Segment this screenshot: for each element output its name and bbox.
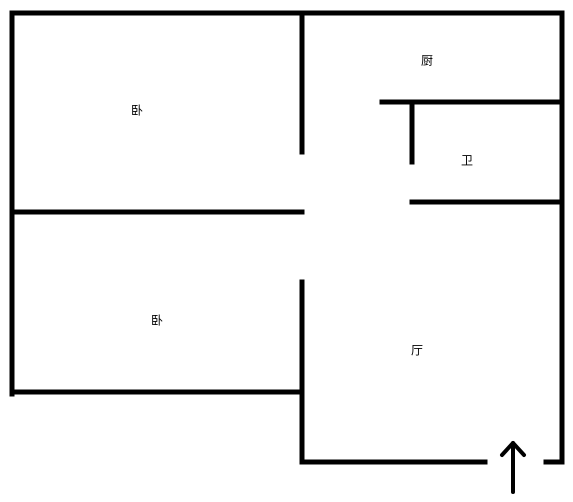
room-label-kitchen: 厨: [421, 54, 433, 68]
arrow-up-icon-head: [500, 441, 526, 457]
walls: [9, 10, 565, 465]
room-label-bedroom-bottom: 卧: [151, 314, 163, 328]
room-labels: 卧 卧 厨 卫 厅: [131, 54, 473, 358]
room-label-bedroom-top: 卧: [131, 104, 143, 118]
arrow-up-icon: [500, 441, 526, 494]
room-label-bathroom: 卫: [461, 154, 473, 168]
room-label-living-room: 厅: [411, 344, 423, 358]
